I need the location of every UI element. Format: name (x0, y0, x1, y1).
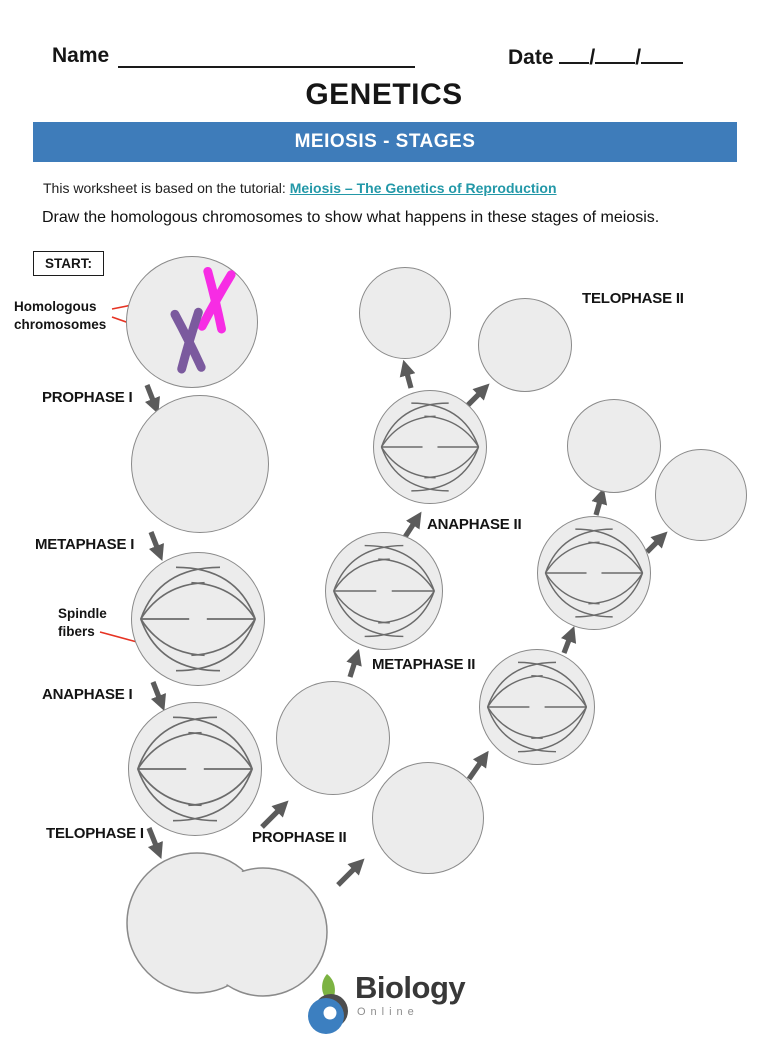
stage-label-prophase-1: PROPHASE I (42, 389, 133, 406)
biology-online-logo-icon (308, 974, 348, 1034)
date-blank-day (595, 44, 636, 64)
spindle-fibers-label: Spindle fibers (58, 606, 107, 639)
arrow-to-telophase2-left-a (399, 359, 416, 389)
section-banner-label: MEIOSIS - STAGES (294, 131, 476, 152)
spindle-fibers-icon (380, 402, 480, 492)
date-field: Date / / (508, 44, 684, 70)
cell-anaphase-1 (128, 702, 262, 836)
arrows-overlay (99, 290, 668, 887)
stage-label-prophase-2: PROPHASE II (252, 829, 347, 846)
spindle-fibers-icon (486, 661, 588, 753)
stage-label-anaphase-2: ANAPHASE II (427, 516, 522, 533)
date-slash-1: / (589, 46, 596, 69)
cell-prophase-2-right (372, 762, 484, 874)
purple-chromosome-icon (170, 307, 206, 374)
magenta-chromosome-icon (197, 266, 236, 334)
date-slash-2: / (635, 46, 642, 69)
arrow-to-metaphase2-left (346, 648, 362, 678)
date-blank-month (559, 44, 590, 64)
cell-telophase-2-left-a (359, 267, 451, 359)
name-blank-line (118, 42, 415, 68)
arrow-to-telophase2-right-a (591, 487, 608, 516)
spindle-fibers-icon (137, 716, 253, 822)
stage-label-telophase-2: TELOPHASE II (582, 290, 684, 307)
start-box: START: (33, 251, 104, 276)
tutorial-link[interactable]: Meiosis – The Genetics of Reproduction (289, 180, 557, 196)
arrow-to-metaphase1 (148, 531, 164, 562)
arrow-to-prophase1 (144, 384, 160, 415)
cell-prophase-1 (131, 395, 269, 533)
cell-prophase-2-left (276, 681, 390, 795)
tutorial-prefix: This worksheet is based on the tutorial: (43, 180, 290, 196)
stage-label-metaphase-1: METAPHASE I (35, 536, 135, 553)
instruction-text: Draw the homologous chromosomes to show … (42, 209, 660, 226)
arrow-to-anaphase1 (150, 681, 166, 712)
cell-telophase-2-right-b (655, 449, 747, 541)
homologous-chromosomes-label: Homologous chromosomes (14, 299, 107, 332)
spindle-fibers-icon (140, 566, 256, 672)
name-label: Name (52, 44, 110, 67)
cell-start (126, 256, 258, 388)
cell-metaphase-2-right (479, 649, 595, 765)
header-row: Name Date / / (0, 42, 768, 76)
logo-subtitle-text: Online (357, 1005, 419, 1018)
cell-metaphase-2-left (325, 532, 443, 650)
arrow-to-prophase2-right (336, 858, 365, 887)
cell-anaphase-2-right (537, 516, 651, 630)
stage-label-anaphase-1: ANAPHASE I (42, 686, 133, 703)
date-label: Date (508, 46, 554, 69)
cell-metaphase-1 (131, 552, 265, 686)
page-title: GENETICS (305, 78, 463, 111)
cell-telophase-1 (126, 852, 328, 997)
date-blank-year (641, 44, 684, 64)
cell-anaphase-2-left (373, 390, 487, 504)
spindle-fibers-icon (333, 544, 435, 638)
cell-telophase-2-left-b (478, 298, 572, 392)
meiosis-diagram: START: Homologous chromosomes Spindle fi… (0, 245, 768, 1056)
section-banner: MEIOSIS - STAGES (33, 122, 737, 162)
spindle-fibers-icon (544, 528, 644, 618)
logo-brand-text: Biology (355, 970, 466, 1005)
arrow-to-prophase2-left (260, 800, 289, 829)
biology-online-logo: Biology Online (306, 970, 466, 1034)
stage-label-metaphase-2: METAPHASE II (372, 656, 476, 673)
cell-telophase-2-right-a (567, 399, 661, 493)
tutorial-line: This worksheet is based on the tutorial:… (43, 180, 557, 196)
stage-label-telophase-1: TELOPHASE I (46, 825, 144, 842)
